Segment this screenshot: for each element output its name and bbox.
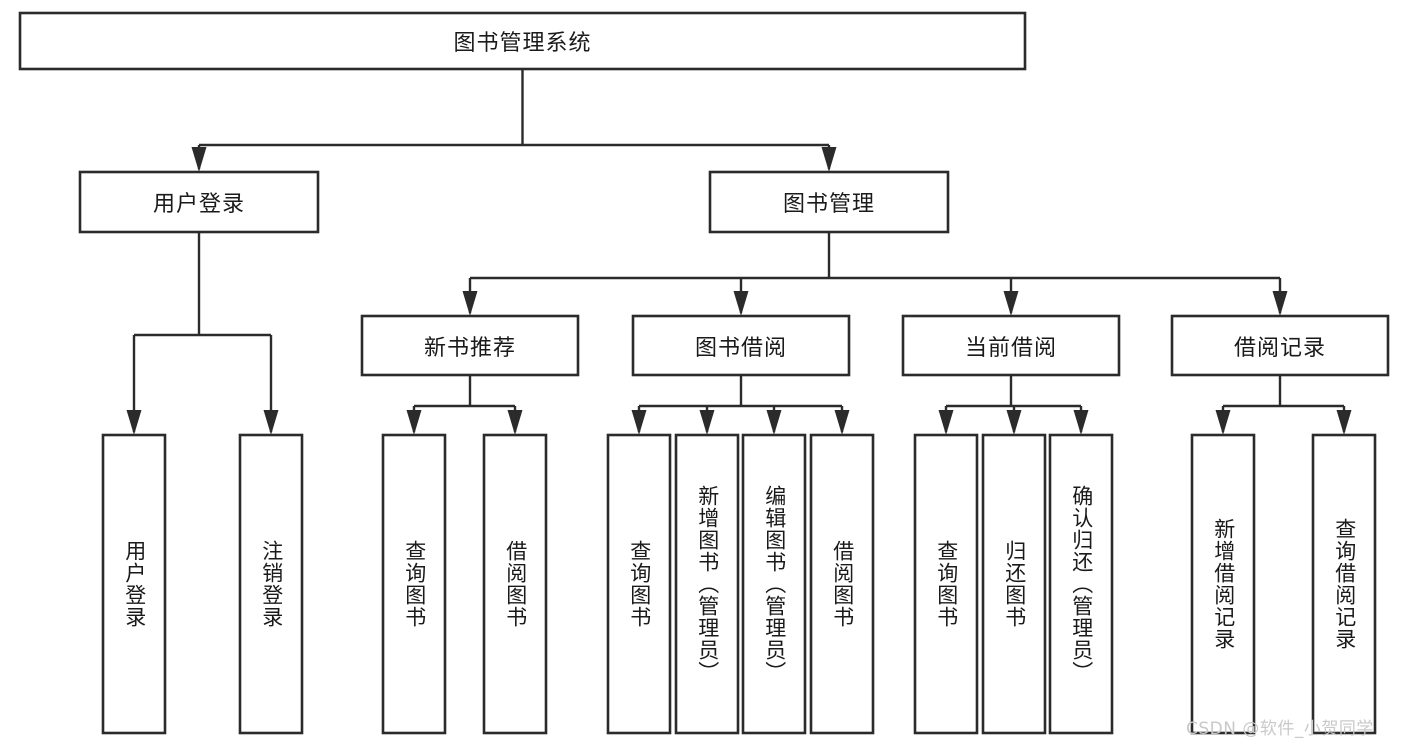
arrow-head-icon xyxy=(1336,410,1352,435)
arrow-head-icon xyxy=(1272,291,1288,316)
node-leaf-edit-book[interactable] xyxy=(741,433,807,735)
node-leaf-confirm-return[interactable] xyxy=(1048,433,1114,735)
arrow-head-icon xyxy=(834,410,850,435)
arrow-head-icon xyxy=(1006,410,1022,435)
node-leaf-query-book-borrow[interactable] xyxy=(606,433,672,735)
arrow-head-icon xyxy=(191,147,207,172)
arrow-head-icon xyxy=(1073,410,1089,435)
node-leaf-borrow-book-recommend[interactable] xyxy=(482,433,548,735)
arrow-head-icon xyxy=(507,410,523,435)
node-leaf-return-book[interactable] xyxy=(981,433,1047,735)
node-leaf-query-borrow-record[interactable] xyxy=(1311,433,1377,735)
connector-layer xyxy=(126,69,1352,435)
node-borrow-record[interactable] xyxy=(1170,314,1390,377)
arrow-head-icon xyxy=(938,410,954,435)
node-user-login[interactable] xyxy=(78,170,320,234)
arrow-head-icon xyxy=(1215,410,1231,435)
arrow-head-icon xyxy=(733,291,749,316)
arrow-head-icon xyxy=(631,410,647,435)
arrow-head-icon xyxy=(126,410,142,435)
node-current-borrow[interactable] xyxy=(901,314,1121,377)
node-new-book-recommend[interactable] xyxy=(360,314,580,377)
node-leaf-user-login[interactable] xyxy=(101,433,167,735)
arrow-head-icon xyxy=(766,410,782,435)
arrow-head-icon xyxy=(263,410,279,435)
arrow-head-icon xyxy=(406,410,422,435)
arrow-head-icon xyxy=(699,410,715,435)
node-leaf-query-book-current[interactable] xyxy=(913,433,979,735)
node-book-borrow[interactable] xyxy=(631,314,851,377)
node-leaf-add-borrow-record[interactable] xyxy=(1190,433,1256,735)
node-leaf-query-book-recommend[interactable] xyxy=(381,433,447,735)
arrow-head-icon xyxy=(821,147,837,172)
node-leaf-borrow-book[interactable] xyxy=(809,433,875,735)
node-leaf-logout[interactable] xyxy=(238,433,304,735)
node-box-layer xyxy=(18,11,1390,735)
node-root[interactable] xyxy=(18,11,1027,71)
csdn-watermark: CSDN @软件_小贺同学 xyxy=(1186,719,1374,739)
arrow-head-icon xyxy=(1003,291,1019,316)
node-leaf-add-book[interactable] xyxy=(674,433,740,735)
arrow-head-icon xyxy=(462,291,478,316)
node-book-management[interactable] xyxy=(708,170,950,234)
